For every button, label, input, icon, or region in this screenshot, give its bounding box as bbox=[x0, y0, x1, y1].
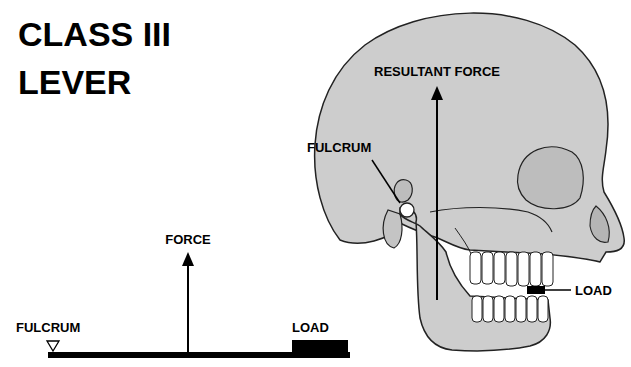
part-label: FULCRUM bbox=[16, 320, 80, 335]
part-label: LOAD bbox=[575, 283, 612, 298]
part-label: LOAD bbox=[292, 320, 329, 335]
upper-tooth bbox=[506, 252, 517, 286]
resultant-force-arrow bbox=[436, 98, 438, 300]
load-block bbox=[292, 340, 348, 352]
eye-orbit bbox=[517, 147, 583, 209]
mandible bbox=[400, 208, 550, 351]
leader-line bbox=[545, 289, 571, 291]
force-label: RESULTANT FORCE bbox=[374, 64, 500, 79]
force-label: FORCE bbox=[165, 232, 211, 247]
nasal-cavity bbox=[590, 206, 609, 242]
lower-tooth bbox=[505, 296, 515, 322]
coronoid-process bbox=[455, 228, 472, 256]
part-label: FULCRUM bbox=[307, 140, 371, 155]
upper-tooth bbox=[530, 252, 541, 286]
lower-tooth bbox=[538, 296, 548, 322]
lower-tooth bbox=[472, 296, 482, 322]
lower-tooth bbox=[494, 296, 504, 322]
upper-tooth bbox=[470, 252, 481, 284]
skull-cranium bbox=[315, 13, 625, 262]
fulcrum-symbol bbox=[47, 341, 59, 351]
upper-tooth bbox=[518, 252, 529, 286]
upper-tooth bbox=[482, 252, 493, 284]
force-arrow bbox=[187, 263, 189, 352]
arrowhead bbox=[431, 86, 443, 100]
diagram-title: CLASS III LEVER bbox=[18, 10, 218, 106]
upper-tooth bbox=[494, 252, 505, 284]
lever-bar bbox=[48, 352, 350, 358]
condyle bbox=[400, 203, 414, 217]
zygomatic-arch bbox=[430, 208, 552, 233]
lower-tooth bbox=[516, 296, 526, 322]
lower-tooth bbox=[483, 296, 493, 322]
mastoid bbox=[383, 210, 402, 248]
leader-line bbox=[372, 160, 400, 203]
upper-tooth bbox=[542, 252, 553, 286]
teeth bbox=[470, 252, 553, 322]
load-block bbox=[527, 286, 545, 294]
lower-tooth bbox=[527, 296, 537, 322]
arrowhead bbox=[182, 252, 194, 266]
